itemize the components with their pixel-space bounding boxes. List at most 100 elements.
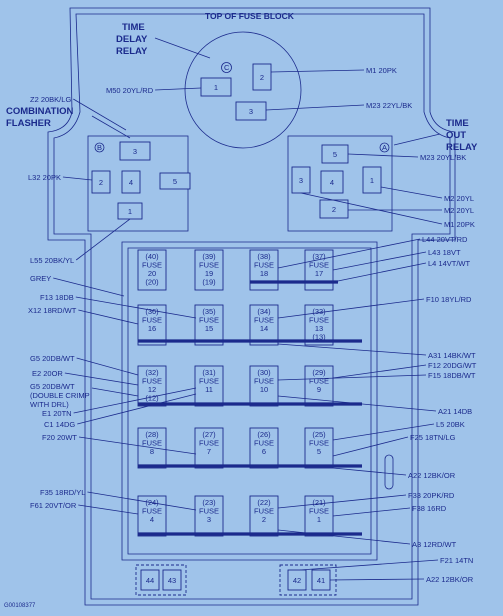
bottom-cell-41 [311,569,331,591]
wire-leader-f20 [78,436,197,455]
wire-label-m2-b: M2 20YL [444,206,474,215]
wire-label-a21: A21 14DB [438,407,472,416]
fuse-22-number: 2 [262,515,266,524]
wire-label-f12: F12 20DG/WT [428,361,477,370]
wire-leader-f38 [332,507,411,517]
wire-leader-l5 [332,423,435,441]
wire-leader-grey [53,277,125,297]
wire-label-a22-bottom: A22 12BK/OR [426,575,474,584]
wire-leader-l43 [332,251,427,271]
fuse-33-cavity: (33) [312,307,326,316]
marker-b: B [97,143,102,152]
fuse-31-cavity: (31) [202,368,216,377]
wire-label-g5-top: G5 20DB/WT [30,354,75,363]
wire-leader-l4 [332,262,427,283]
fuse-39-cavity: (39) [202,252,216,261]
time-delay-leader [154,37,211,59]
fuse-32-label: FUSE [142,377,162,386]
wire-label-f35: F35 18RD/YL [40,488,85,497]
fuse-25-cavity: (25) [312,430,326,439]
fuse-33-rating: (13) [312,333,326,342]
wire-leader-a22-bottom [329,578,425,581]
wire-label-grey: GREY [30,274,51,283]
wire-label-m23-top: M23 22YL/BK [366,101,412,110]
fuse-26-label: FUSE [254,439,274,448]
top-relay-cell-3 [235,101,267,121]
bus-bars [138,280,362,536]
fuse-27-number: 7 [207,447,211,456]
fuse-31-body [194,365,224,407]
fuse-21-number: 1 [317,515,321,524]
wire-leader-f35 [87,491,197,511]
figure-code: G00108377 [4,603,36,609]
left-relay-cell-4-label: 4 [129,178,133,187]
wire-label-m1-top: M1 20PK [366,66,397,75]
fuse-22-body [249,495,279,537]
bottom-cell-44-label: 44 [146,576,154,585]
wire-label-f21: F21 14TN [440,556,473,565]
housing-inner-outline [53,13,451,600]
fuse-38-cavity: (38) [257,252,271,261]
housing-outline [47,7,456,606]
fuse-30-body [249,365,279,407]
fuse-34-cavity: (34) [257,307,271,316]
wire-label-x12: X12 18RD/WT [28,306,77,315]
wire-leader-f61 [78,504,139,515]
wire-label-f33: F33 20PK/RD [408,491,455,500]
fuse-39-number: 19 [205,269,213,278]
right-relay-cell-4 [320,170,344,194]
fuse-33-label: FUSE [309,316,329,325]
time-out-relay-line1: TIME [446,118,469,129]
fuse-27-cavity: (27) [202,430,216,439]
fuse-39-rating: (19) [202,278,216,287]
fuse-40-label: FUSE [142,261,162,270]
wire-leader-z2 [73,98,127,131]
fuse-21-cavity: (21) [312,498,326,507]
time-out-relay-block [287,135,393,232]
fuse-27-body [194,427,224,469]
wire-label-e1: E1 20TN [42,409,72,418]
combination-flasher-line1: COMBINATION [6,106,74,117]
wire-leader-a3 [277,529,411,545]
fuse-26-body [249,427,279,469]
wire-leader-m50 [155,87,202,91]
wire-leader-m1-top [270,69,365,73]
time-out-relay-line3: RELAY [446,142,478,153]
wire-label-m50: M50 20YL/RD [106,86,154,95]
fuse-28-label: FUSE [142,439,162,448]
fuse-29-label: FUSE [309,377,329,386]
wire-label-a22-mid: A22 12BK/OR [408,471,456,480]
fuse-32-cavity: (32) [145,368,159,377]
wire-label-l44: L44 20VT/RD [422,235,468,244]
top-relay-cell-2 [252,63,272,91]
fuse-31-label: FUSE [199,377,219,386]
wire-leader-a21 [277,395,437,412]
wire-label-a3: A3 12RD/WT [412,540,457,549]
wire-label-m23-right: M23 20YL/BK [420,153,466,162]
fuse-22-cavity: (22) [257,498,271,507]
wire-label-c1: C1 14DG [44,420,75,429]
marker-a-ring [379,142,390,153]
top-relay-cell-2-label: 2 [260,73,264,82]
fuse-27-label: FUSE [199,439,219,448]
fuse-32-body [137,365,167,407]
left-relay-cell-1-label: 1 [128,207,132,216]
wire-leader-c1 [77,393,197,425]
fuse-25-number: 5 [317,447,321,456]
wire-label-f15: F15 18DB/WT [428,371,476,380]
fuse-grid: (40)FUSE20(20)(39)FUSE19(19)(38)FUSE18(3… [137,249,334,537]
fuse-23-label: FUSE [199,507,219,516]
fuse-37-cavity: (37) [312,252,326,261]
